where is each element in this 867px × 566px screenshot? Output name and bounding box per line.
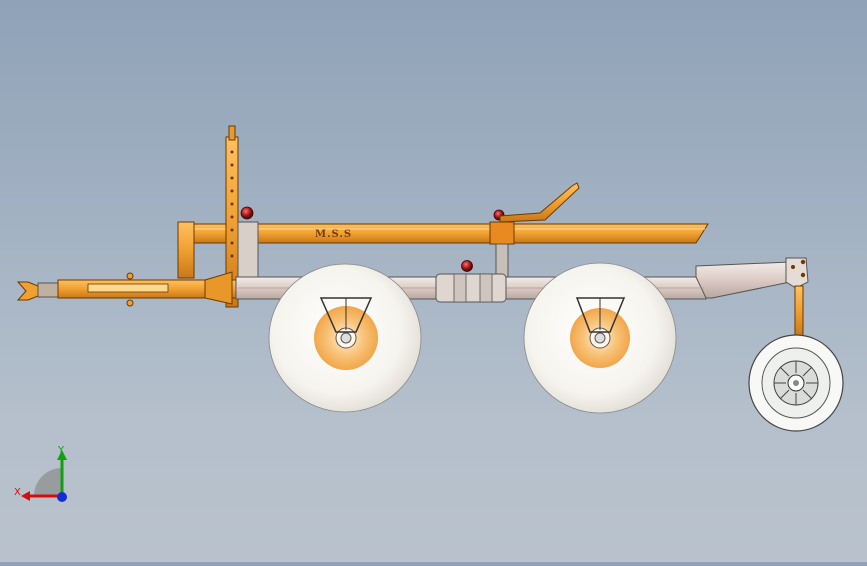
wheel-front[interactable] <box>268 263 422 413</box>
y-axis-label: Y <box>57 445 65 456</box>
tow-bar[interactable] <box>16 271 239 307</box>
model-label: M.S.S <box>315 229 352 240</box>
red-knob-left[interactable] <box>240 206 254 220</box>
upper-frame-bar[interactable]: M.S.S <box>179 223 709 244</box>
x-axis-label: X <box>14 487 21 498</box>
red-knob-center[interactable] <box>461 260 473 272</box>
z-axis-dot <box>57 492 67 502</box>
wheel-rear[interactable] <box>523 262 677 414</box>
jockey-wheel[interactable] <box>748 334 844 432</box>
triad-quadrant <box>34 468 62 496</box>
rear-bracket[interactable] <box>785 257 809 337</box>
left-vertical-block[interactable] <box>177 221 195 279</box>
coordinate-triad: Y X <box>10 438 80 508</box>
